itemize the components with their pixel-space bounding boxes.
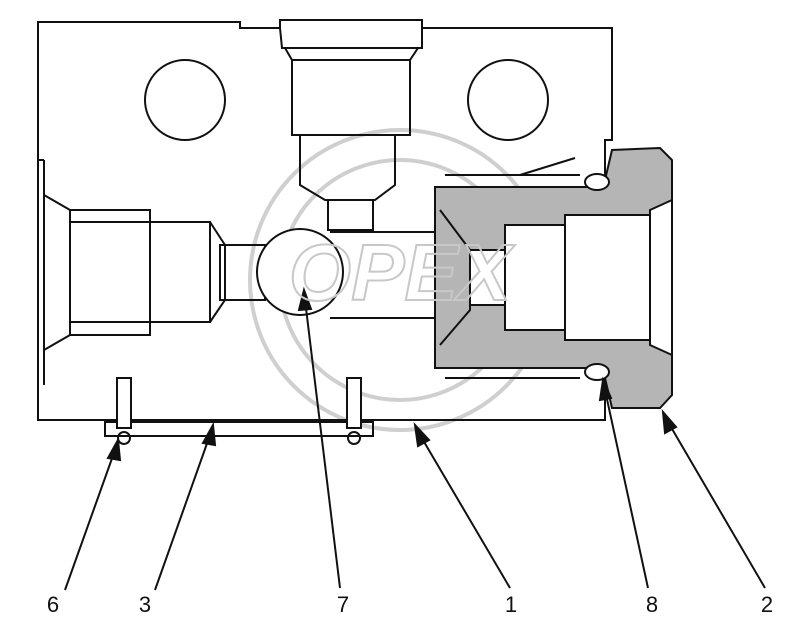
mounting-holes (144, 59, 549, 141)
watermark-text: OPEX (289, 228, 516, 317)
callout-1: 1 (504, 592, 518, 617)
end-cap (434, 146, 673, 409)
callout-2: 2 (760, 592, 774, 617)
callout-8: 8 (645, 592, 659, 617)
base-plate (104, 377, 374, 445)
seal-rings (584, 173, 610, 381)
callout-3: 3 (138, 592, 152, 617)
check-ball (256, 228, 344, 316)
leader-lines (64, 286, 766, 591)
internal-passage (330, 231, 440, 319)
top-port (279, 27, 423, 231)
left-port (43, 194, 266, 351)
callout-6: 6 (46, 592, 60, 617)
callout-7: 7 (336, 592, 350, 617)
